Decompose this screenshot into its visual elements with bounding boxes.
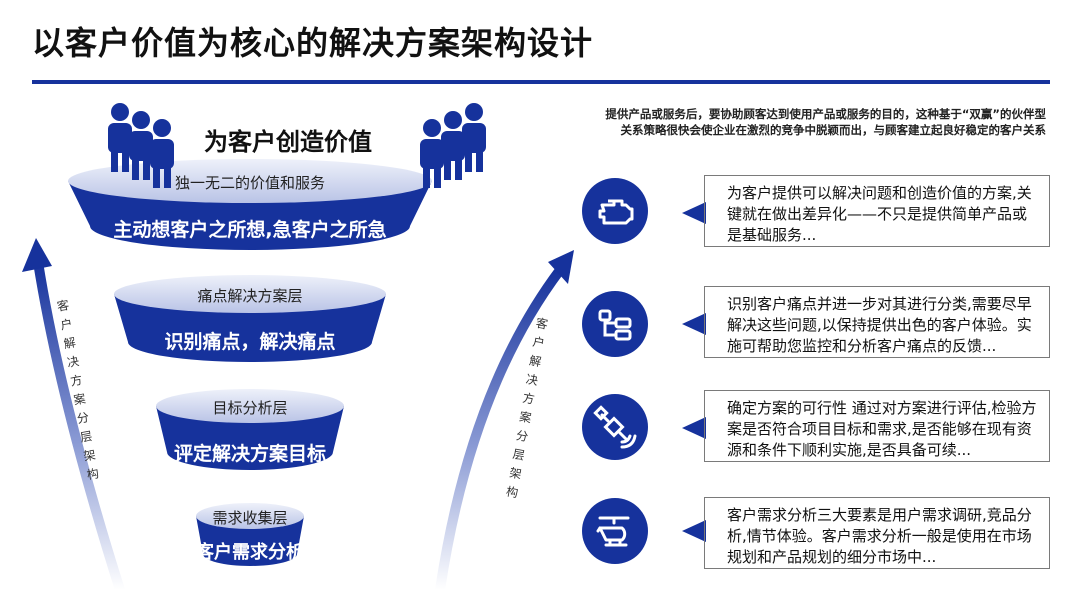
layer-4-main-label: 客户需求分析	[196, 542, 304, 563]
layer-2-top-label: 痛点解决方案层	[197, 287, 303, 305]
title-underline	[32, 80, 1050, 84]
left-curve-arrow	[33, 257, 125, 595]
row-3-pointer	[682, 417, 706, 439]
layer-3-main-label: 评定解决方案目标	[173, 443, 327, 465]
layer-2-main-label: 识别痛点，解决痛点	[164, 331, 336, 353]
people-group-right-icon	[420, 103, 486, 188]
row-2-description: 识别客户痛点并进一步对其进行分类,需要尽早解决这些问题,以保持提供出色的客户体验…	[704, 286, 1050, 358]
row-2-pointer	[682, 313, 706, 335]
row-1-pointer	[682, 202, 706, 224]
layer-1-main-label: 主动想客户之所想,急客户之所急	[113, 219, 387, 241]
page-title: 以客户价值为核心的解决方案架构设计	[32, 24, 594, 62]
layer-4-top-label: 需求收集层	[212, 509, 288, 527]
engine-icon	[582, 178, 648, 244]
intro-text: 提供产品或服务后，要协助顾客达到使用产品或服务的目的，这种基于“双赢”的伙伴型关…	[605, 107, 1046, 137]
right-arrow-head	[548, 250, 574, 284]
row-4-description: 客户需求分析三大要素是用户需求调研,竞品分析,情节体验。客户需求分析一般是使用在…	[704, 497, 1050, 569]
funnel-layer-4	[196, 503, 304, 566]
right-curve-arrow	[435, 265, 565, 595]
helicopter-icon	[582, 498, 648, 564]
left-arrow-head	[22, 238, 52, 272]
funnel-layer-2	[114, 275, 386, 362]
row-4-pointer	[682, 520, 706, 542]
row-1-description: 为客户提供可以解决问题和创造价值的方案,关键就在做出差异化——不只是提供简单产品…	[704, 175, 1050, 247]
layer-1-top-label: 独一无二的价值和服务	[174, 174, 326, 192]
hierarchy-icon	[582, 291, 648, 357]
value-title: 为客户创造价值	[204, 128, 372, 156]
funnel-layer-3	[156, 389, 344, 470]
layer-3-top-label: 目标分析层	[212, 399, 288, 417]
people-group-left-icon	[108, 103, 174, 188]
satellite-icon	[582, 394, 648, 460]
row-3-description: 确定方案的可行性 通过对方案进行评估,检验方案是否符合项目目标和需求,是否能够在…	[704, 390, 1050, 462]
